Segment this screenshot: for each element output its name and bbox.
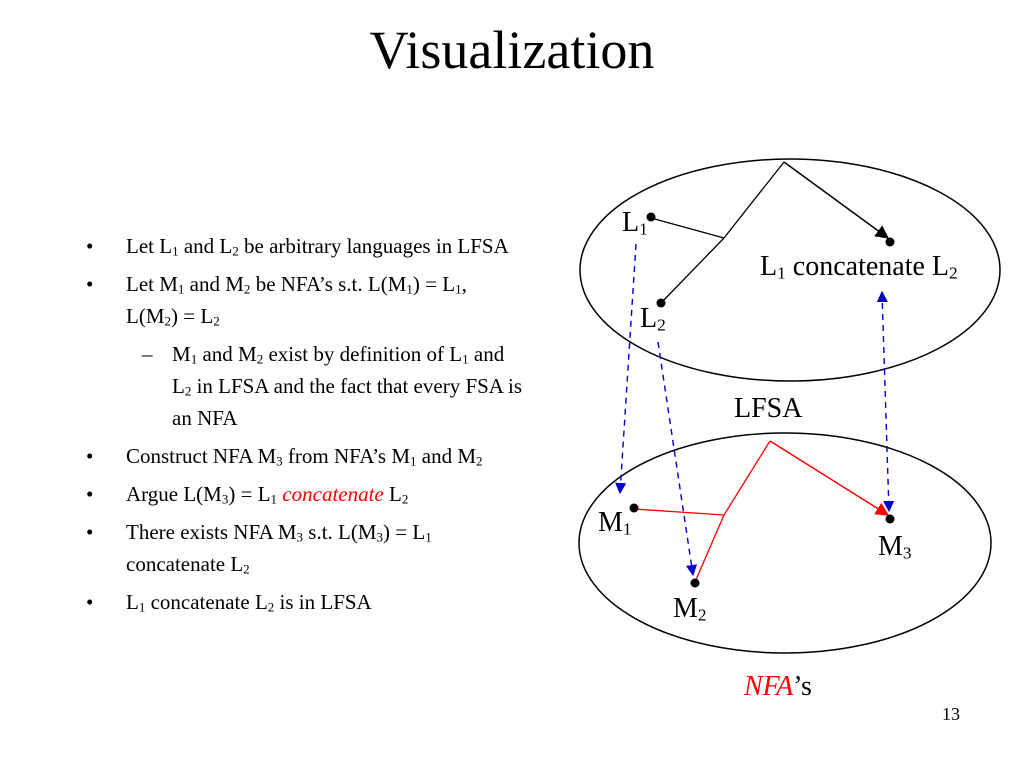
concat-dot xyxy=(885,237,895,247)
mapping-arrows xyxy=(615,243,895,577)
bullet-marker: • xyxy=(86,482,94,506)
slide-number: 13 xyxy=(942,704,960,724)
bullet-marker: • xyxy=(86,444,94,468)
bullet-marker: • xyxy=(86,590,94,614)
bullet-construct-m3: • Construct NFA M3 from NFA’s M1 and M2 xyxy=(84,440,524,472)
apex-to-concat-arrow xyxy=(783,161,890,239)
junction-to-apex-line xyxy=(723,161,785,239)
l1-to-m1-dashed-arrow xyxy=(615,243,637,495)
label-nfas: NFA’s xyxy=(744,671,812,702)
label-m1: M1 xyxy=(598,507,632,539)
l2-to-m2-dashed-arrow xyxy=(657,341,698,577)
bullet-nfa-definition: • Let M1 and M2 be NFA’s s.t. L(M1) = L1… xyxy=(84,268,524,332)
nfa-construction-lines xyxy=(633,440,890,583)
label-nfa-emphasis: NFA xyxy=(744,671,794,702)
label-l1-concatenate-l2: L1 concatenate L2 xyxy=(760,251,958,283)
m1-dot xyxy=(629,503,639,513)
label-m2: M2 xyxy=(673,593,707,625)
bullet-marker: • xyxy=(86,272,94,296)
lfsa-ellipse xyxy=(579,158,1001,382)
nfa-ellipse xyxy=(578,432,992,654)
l2-dot xyxy=(656,298,666,308)
apex-to-m3-arrow xyxy=(769,440,890,516)
label-m3: M3 xyxy=(878,531,912,563)
m2-to-junction-line xyxy=(694,514,725,583)
sub-bullet-existence: – M1 and M2 exist by definition of L1 an… xyxy=(84,338,524,434)
lfsa-concatenation-lines xyxy=(650,161,890,304)
l2-to-junction-line xyxy=(660,237,725,304)
junction-to-apex-red-line xyxy=(723,440,771,516)
m2-dot xyxy=(690,578,700,588)
bullet-exists-m3: • There exists NFA M3 s.t. L(M3) = L1 co… xyxy=(84,516,524,580)
bullet-argue: • Argue L(M3) = L1 concatenate L2 xyxy=(84,478,524,510)
slide-title: Visualization xyxy=(369,20,655,80)
sub-bullet-marker: – xyxy=(142,342,153,366)
bullet-marker: • xyxy=(86,234,94,258)
m1-to-junction-line xyxy=(633,508,725,516)
label-l1: L1 xyxy=(622,207,648,239)
bullet-marker: • xyxy=(86,520,94,544)
bullet-arbitrary-languages: • Let L1 and L2 be arbitrary languages i… xyxy=(84,230,524,262)
bullet-list: • Let L1 and L2 be arbitrary languages i… xyxy=(84,230,524,624)
bullet-conclusion: • L1 concatenate L2 is in LFSA xyxy=(84,586,524,618)
l1-to-junction-line xyxy=(650,217,725,239)
label-l2: L2 xyxy=(640,303,666,335)
emphasis-concatenate: concatenate xyxy=(282,482,384,506)
label-lfsa: LFSA xyxy=(734,393,803,424)
node-dots xyxy=(629,212,895,588)
concat-to-m3-dashed-arrow xyxy=(876,290,895,513)
l1-dot xyxy=(646,212,656,222)
m3-dot xyxy=(885,514,895,524)
